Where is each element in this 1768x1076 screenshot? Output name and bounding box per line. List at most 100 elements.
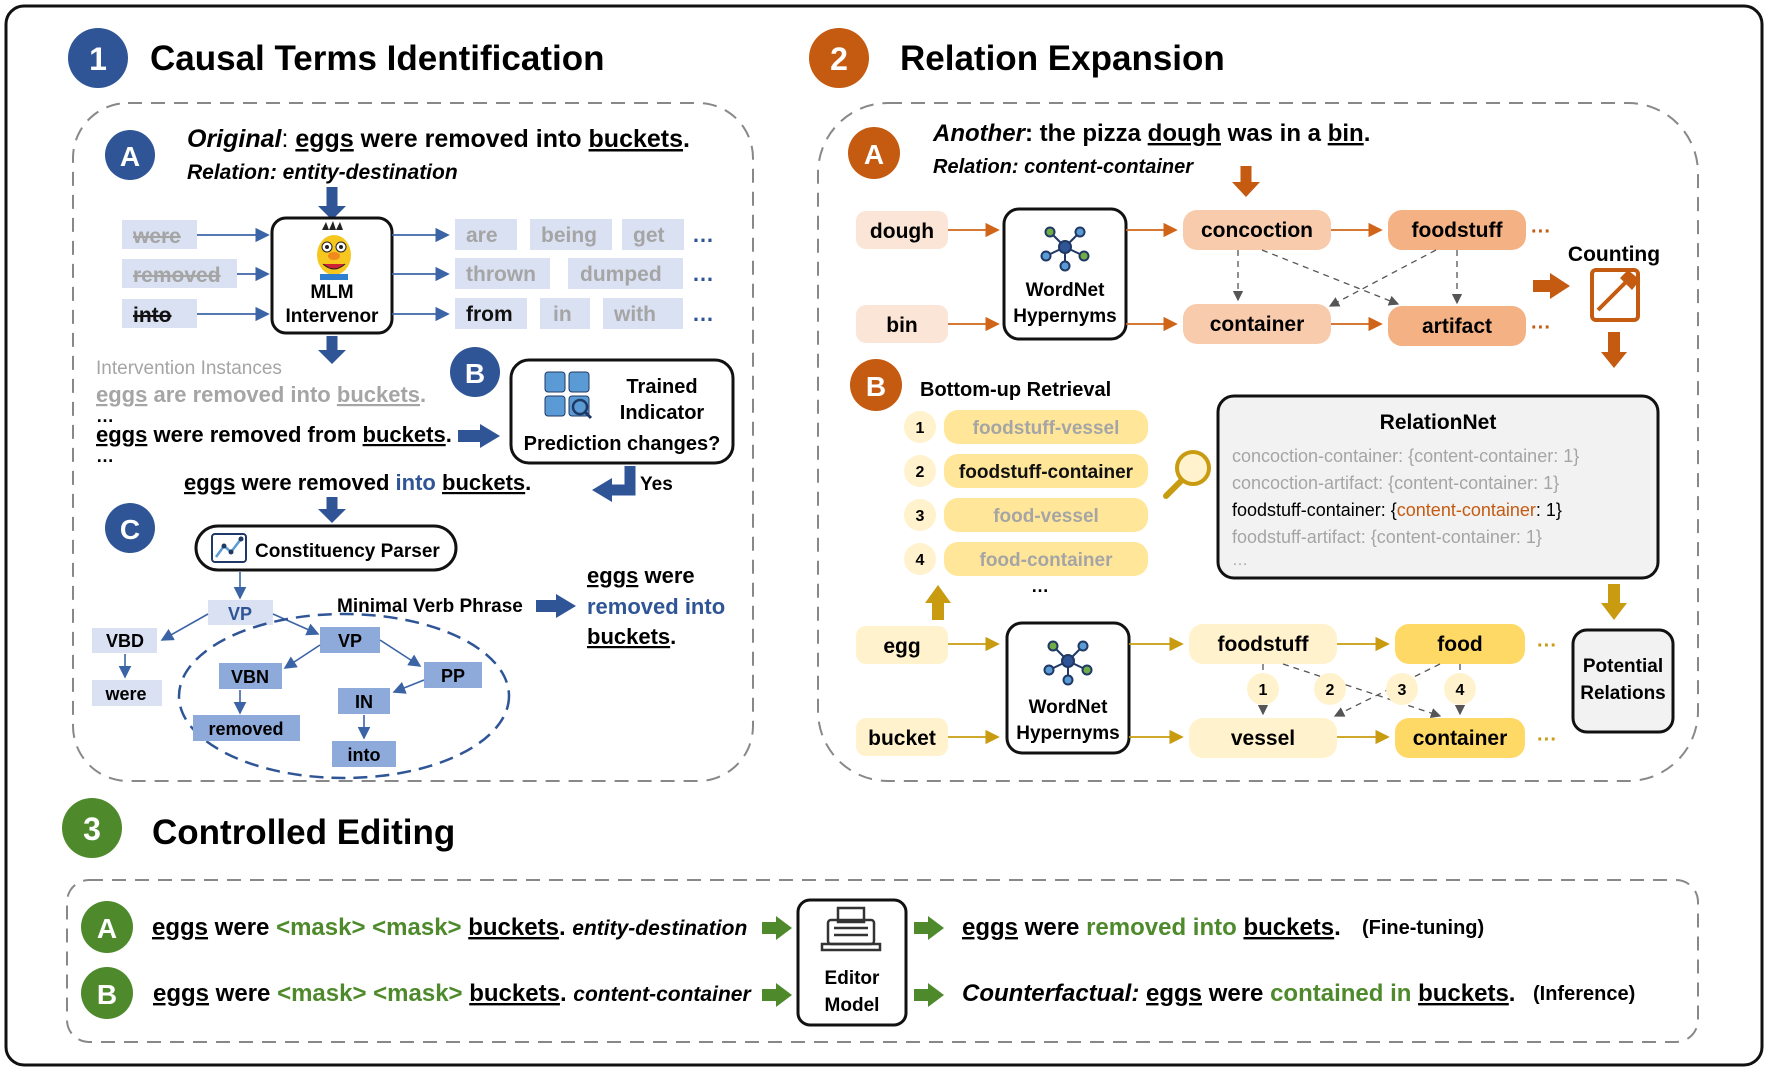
bottom-up-title: Bottom-up Retrieval bbox=[920, 379, 1111, 401]
word-removed-box bbox=[122, 259, 237, 288]
retrieval-4 bbox=[944, 542, 1148, 576]
retrieval-dots: … bbox=[1031, 576, 1049, 596]
path-num-3: 3 bbox=[1398, 682, 1407, 699]
result-line2: removed into bbox=[587, 594, 725, 619]
tree-vbd-label: VBD bbox=[106, 631, 144, 651]
result-line3: buckets. bbox=[587, 624, 676, 649]
another-sentence: Another: the pizza dough was in a bin. bbox=[932, 120, 1370, 147]
cand-being: being bbox=[541, 224, 597, 247]
parser-chart-icon bbox=[211, 533, 247, 563]
wordnet-label-1: WordNet bbox=[1026, 280, 1105, 301]
node-container-bottom bbox=[1395, 718, 1525, 758]
input-a: eggs were <mask> <mask> buckets. entity-… bbox=[152, 914, 747, 941]
editor-model-box bbox=[796, 898, 908, 1027]
yes-label: Yes bbox=[640, 474, 673, 495]
relnet-entry-4: foodstuff-artifact: {content-container: … bbox=[1232, 527, 1542, 547]
node-container-bottom-label: container bbox=[1413, 727, 1508, 750]
section-causal-terms: 1 Causal Terms Identification A Original… bbox=[68, 28, 754, 782]
path-num-4: 4 bbox=[1456, 682, 1465, 699]
step-2-number: 2 bbox=[830, 41, 848, 77]
retrieval-2-label: foodstuff-container bbox=[959, 462, 1134, 483]
retrieval-1-num: 1 bbox=[916, 420, 925, 437]
dots-top-2: ··· bbox=[1531, 317, 1551, 339]
node-concoction-label: concoction bbox=[1201, 219, 1313, 242]
editor-label: Editor bbox=[825, 968, 880, 989]
step-1-number: 1 bbox=[89, 41, 107, 77]
cand-are: are bbox=[466, 224, 498, 247]
node-egg bbox=[856, 626, 948, 664]
badge-3b bbox=[81, 967, 133, 1019]
ellipsis-row2: … bbox=[692, 261, 714, 286]
tree-into-label: into bbox=[348, 745, 381, 765]
relationnet-box bbox=[1216, 394, 1660, 580]
tree-vp-inner bbox=[320, 627, 380, 653]
relation-label-1: Relation: entity-destination bbox=[187, 161, 458, 184]
retrieval-1 bbox=[944, 410, 1148, 444]
badge-2a-label: A bbox=[864, 139, 884, 170]
retrieval-3-label: food-vessel bbox=[993, 506, 1099, 527]
step-3-badge bbox=[62, 798, 122, 858]
tree-in bbox=[338, 688, 390, 714]
intervenor-label: Intervenor bbox=[286, 306, 380, 327]
counting-pen-icon bbox=[1590, 268, 1640, 322]
tree-vbn bbox=[219, 663, 282, 689]
tree-vp-top bbox=[208, 600, 273, 625]
node-container-top-label: container bbox=[1210, 313, 1305, 336]
node-dough-label: dough bbox=[870, 220, 934, 243]
retrieval-3-num: 3 bbox=[916, 508, 925, 525]
node-foodstuff-top-label: foodstuff bbox=[1412, 219, 1504, 242]
instance-dots-1: … bbox=[96, 406, 114, 426]
node-bin bbox=[856, 305, 948, 343]
output-b: Counterfactual: eggs were contained in b… bbox=[962, 980, 1515, 1007]
cand-with: with bbox=[613, 303, 656, 326]
path-num-1: 1 bbox=[1259, 682, 1268, 699]
hypernyms-label-2: Hypernyms bbox=[1016, 723, 1120, 744]
node-container-top bbox=[1183, 304, 1331, 344]
step-1-badge bbox=[68, 28, 128, 88]
counting-label: Counting bbox=[1568, 243, 1660, 266]
retrieval-list: 1 foodstuff-vessel 2 foodstuff-container… bbox=[904, 410, 1148, 596]
badge-1a bbox=[105, 130, 155, 180]
dots-bottom-1: ··· bbox=[1537, 635, 1557, 657]
relationnet-title: RelationNet bbox=[1380, 411, 1497, 434]
output-a: eggs were removed into buckets. bbox=[962, 914, 1341, 941]
finetuning-tag: (Fine-tuning) bbox=[1362, 917, 1484, 939]
inference-tag: (Inference) bbox=[1533, 983, 1635, 1005]
constituency-parser-box bbox=[194, 524, 458, 572]
instance-dots-2: … bbox=[96, 446, 114, 466]
original-sentence: Original: eggs were removed into buckets… bbox=[187, 125, 690, 153]
tree-vp-top-label: VP bbox=[228, 604, 252, 624]
node-bucket-label: bucket bbox=[868, 727, 936, 750]
dots-top-1: ··· bbox=[1531, 221, 1551, 243]
node-artifact bbox=[1388, 306, 1526, 346]
selected-sentence: eggs were removed into buckets. bbox=[184, 470, 531, 495]
node-food bbox=[1395, 624, 1525, 664]
tree-removed-label: removed bbox=[208, 719, 283, 739]
tree-vbd bbox=[92, 628, 157, 653]
step-2-badge bbox=[809, 28, 869, 88]
retrieval-4-num: 4 bbox=[916, 552, 925, 569]
tree-into bbox=[332, 741, 396, 767]
indicator-question: Prediction changes? bbox=[524, 433, 721, 455]
relnet-entry-1: concoction-container: {content-container… bbox=[1232, 446, 1579, 466]
section-1-box bbox=[72, 102, 754, 782]
badge-3a-label: A bbox=[97, 913, 117, 944]
badge-1a-label: A bbox=[120, 141, 140, 172]
instances-title: Intervention Instances bbox=[96, 358, 282, 379]
badge-1c-label: C bbox=[120, 514, 140, 545]
node-foodstuff-bottom bbox=[1189, 624, 1337, 664]
relnet-entry-2: concoction-artifact: {content-container:… bbox=[1232, 473, 1559, 493]
indicator-line1: Trained bbox=[626, 376, 697, 398]
node-concoction bbox=[1183, 210, 1331, 250]
badge-2a bbox=[848, 127, 900, 179]
cand-dumped: dumped bbox=[580, 263, 662, 286]
input-b: eggs were <mask> <mask> buckets. content… bbox=[153, 980, 752, 1007]
wordnet-box-2 bbox=[1005, 621, 1131, 755]
badge-2b bbox=[850, 359, 902, 411]
node-dough bbox=[856, 211, 948, 249]
tree-vbn-label: VBN bbox=[231, 667, 269, 687]
relnet-entry-3: foodstuff-container: {content-container:… bbox=[1232, 500, 1562, 520]
ellipsis-row3: … bbox=[692, 301, 714, 326]
section-relation-expansion: 2 Relation Expansion A Another: the pizz… bbox=[809, 28, 1699, 782]
network-icon-1 bbox=[1040, 226, 1090, 272]
